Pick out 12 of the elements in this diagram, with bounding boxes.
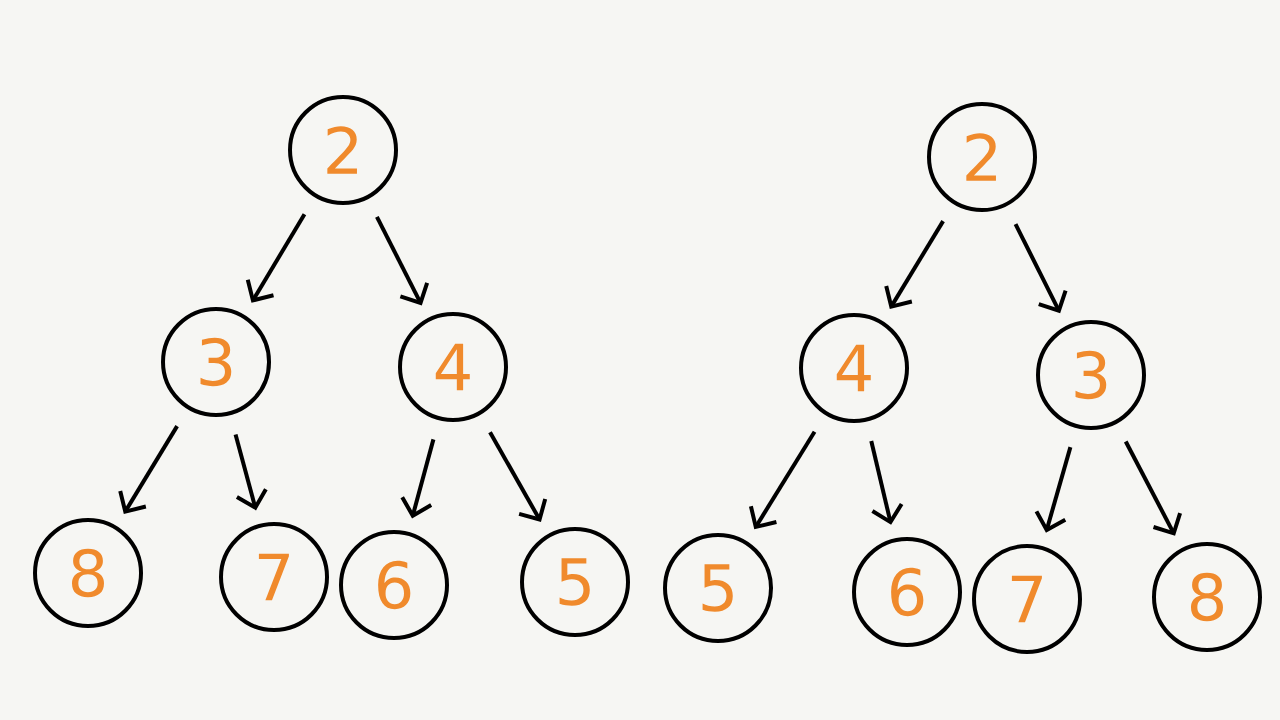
arrow bbox=[884, 220, 945, 309]
arrow bbox=[233, 433, 268, 511]
arrow bbox=[748, 430, 817, 530]
arrow bbox=[1034, 446, 1073, 533]
arrow bbox=[400, 438, 436, 519]
arrow bbox=[1013, 223, 1068, 314]
arrow bbox=[1123, 440, 1182, 536]
arrow bbox=[375, 216, 430, 306]
arrow bbox=[869, 440, 904, 525]
arrow bbox=[118, 425, 179, 514]
arrow bbox=[245, 213, 307, 303]
arrow bbox=[488, 431, 548, 522]
